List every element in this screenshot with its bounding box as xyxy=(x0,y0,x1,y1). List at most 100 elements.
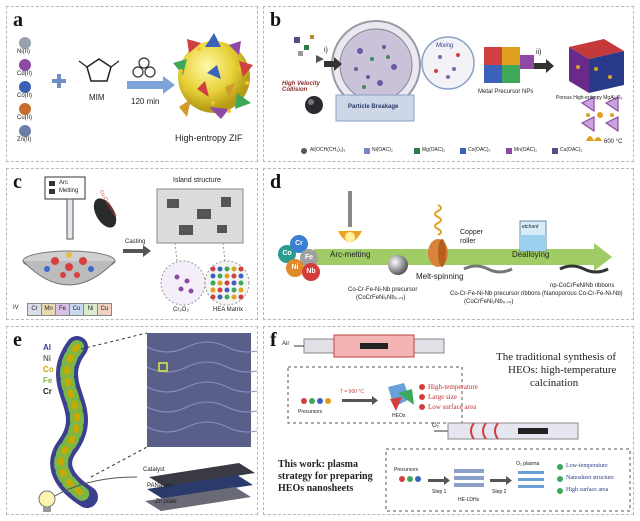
copper-roller-line1: Copper xyxy=(460,229,483,236)
matrix-atom xyxy=(238,294,244,300)
panel-b-label: b xyxy=(270,9,282,31)
precursor-salt-label: Al(OCH(CH₃)₂)₃ xyxy=(310,147,346,153)
element-cell: Cr xyxy=(27,303,42,316)
matrix-atom xyxy=(231,294,237,300)
o2-plasma-label: O₂ plasma xyxy=(516,461,540,467)
ribbons-label-line1: Co-Cr-Fe-Ni-Nb precursor ribbons xyxy=(450,291,541,297)
alloy-atom: Cr xyxy=(290,235,308,253)
o2-label: O₂ xyxy=(432,423,439,429)
mim-label: MIM xyxy=(89,93,105,102)
element-cell: Ni xyxy=(83,303,98,316)
metal-ion-dot xyxy=(19,103,31,115)
precursor-label-line1: Co-Cr-Fe-Ni-Nb precursor xyxy=(348,287,418,293)
matrix-atom xyxy=(238,287,244,293)
metal-ion-dot xyxy=(19,81,31,93)
drawback-item: Large size xyxy=(428,393,457,401)
precursor-label-line2: (CoCrFeNi₂Nb₀.₇₄) xyxy=(356,295,406,301)
calcination-temp-label: 600 °C xyxy=(604,139,623,145)
metal-ion-dot xyxy=(19,59,31,71)
matrix-atom xyxy=(210,280,216,286)
nanowire-element-label: Ni xyxy=(43,354,51,363)
step-ii-label: ii) xyxy=(536,49,542,56)
melting-label: Melting xyxy=(59,188,79,194)
nanowire-element-label: Cr xyxy=(43,387,52,396)
drawback-item: Low surface area xyxy=(428,403,477,411)
advantage-item: High surface area xyxy=(566,487,609,493)
nanowire-element-label: Fe xyxy=(43,376,53,385)
precursors-label-top: Precursors xyxy=(298,409,323,415)
this-work-title-line3: HEOs nanosheets xyxy=(278,483,354,494)
matrix-atom xyxy=(224,273,230,279)
porous-mgal2o4-label: Porous High-entropy MgAl₂O₄ xyxy=(556,95,623,101)
step1-label: Step 1 xyxy=(432,489,447,495)
panel-c: c Arc Melting Cu₂O powder Casting Island… xyxy=(6,168,258,320)
matrix-atom xyxy=(238,273,244,279)
matrix-atom xyxy=(210,287,216,293)
casting-label: Casting xyxy=(125,239,146,245)
matrix-atom xyxy=(238,266,244,272)
air-label: Air xyxy=(282,341,290,347)
element-cell: Co xyxy=(69,303,84,316)
matrix-atom xyxy=(217,273,223,279)
metal-ion-label: Co(II) xyxy=(17,93,32,99)
melt-spinning-label: Melt-spinning xyxy=(416,272,464,281)
matrix-atom xyxy=(224,266,230,272)
nanowire-element-label: Co xyxy=(43,365,54,374)
advantage-item: Low-temperature xyxy=(566,463,608,469)
periodic-row-label: IV xyxy=(13,305,19,311)
precursor-salt-label: Ni(OAC)₂ xyxy=(372,147,393,153)
matrix-atom xyxy=(224,280,230,286)
cr2o3-label: Cr₂O₃ xyxy=(173,307,189,313)
matrix-atom xyxy=(210,266,216,272)
element-cell: Cu xyxy=(97,303,112,316)
zn-plate-label: Zn plate xyxy=(155,499,177,505)
matrix-atom xyxy=(217,266,223,272)
reaction-time-label: 120 min xyxy=(131,97,160,106)
element-cell: Fe xyxy=(55,303,70,316)
matrix-atom xyxy=(231,273,237,279)
traditional-title-line3: calcination xyxy=(530,377,579,389)
arc-melting-label: Arc-melting xyxy=(330,250,371,259)
dealloying-label: Dealloying xyxy=(512,250,550,259)
arc-label: Arc xyxy=(59,180,68,186)
mixing-label: Mixing xyxy=(436,43,454,49)
precursor-salt-label: Cu(OAC)₂ xyxy=(560,147,583,153)
precursor-salt-label: Mn(OAC)₂ xyxy=(514,147,538,153)
he-ldhs-label: HE-LDHs xyxy=(458,497,480,503)
np-ribbons-label-line1: np-CoCrFeNiNb ribbons xyxy=(550,283,615,289)
traditional-title-line1: The traditional synthesis of xyxy=(496,351,617,363)
metal-precursor-nps-label: Metal Precursor NPs xyxy=(478,89,534,95)
alloy-atom: Ni xyxy=(286,259,304,277)
particle-breakage-label: Particle Breakage xyxy=(348,104,399,110)
panel-c-drawing xyxy=(22,176,250,306)
matrix-atom xyxy=(210,273,216,279)
etchant-label: etchant xyxy=(522,224,539,230)
step2-label: Step 2 xyxy=(492,489,507,495)
pana-gel-label: PANa gel xyxy=(147,483,172,489)
panel-d-drawing xyxy=(314,191,612,275)
this-work-title-line1: This work: plasma xyxy=(278,459,359,470)
step-i-label: i) xyxy=(324,47,328,54)
matrix-atom xyxy=(217,280,223,286)
metal-ion-label: Ni(II) xyxy=(17,49,30,55)
advantage-item: Nanosheet structure xyxy=(566,475,614,481)
precursors-label-bottom: Precursors xyxy=(394,467,419,473)
matrix-atom xyxy=(217,294,223,300)
panel-b: b xyxy=(263,6,634,162)
matrix-atom xyxy=(224,287,230,293)
metal-ion-label: Zn(II) xyxy=(17,137,32,143)
panel-e-drawing xyxy=(38,332,257,512)
matrix-atom xyxy=(238,280,244,286)
np-ribbons-label-line2: (Nanoporous Co-Cr-Fe-Ni-Nb) xyxy=(542,291,623,297)
copper-roller-line2: roller xyxy=(460,238,476,245)
traditional-title-line2: HEOs: high-temperature xyxy=(508,364,617,376)
collision-label: High Velocity Collision xyxy=(282,81,320,93)
matrix-atom xyxy=(231,266,237,272)
matrix-atom xyxy=(224,294,230,300)
precursor-salt-label: Mg(OAC)₂ xyxy=(422,147,446,153)
metal-ion-dot xyxy=(19,125,31,137)
panel-f-drawing xyxy=(287,334,631,512)
nanowire-element-label: Al xyxy=(43,343,51,352)
